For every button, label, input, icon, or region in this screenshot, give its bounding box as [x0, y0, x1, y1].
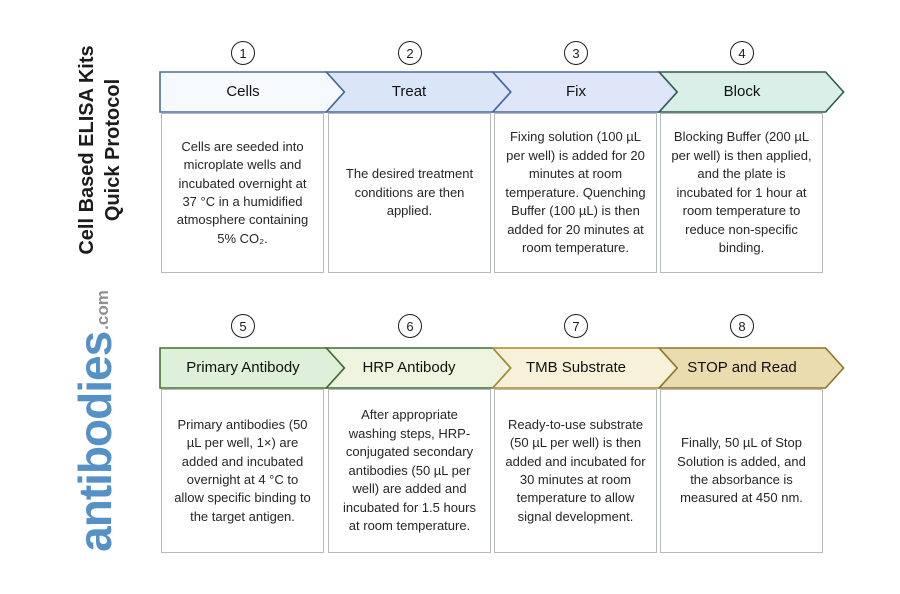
step-arrow-label: HRP Antibody: [362, 359, 456, 376]
step-description: Primary antibodies (50 µL per well, 1×) …: [174, 416, 311, 524]
step-description: Blocking Buffer (200 µL per well) is the…: [671, 129, 812, 256]
step-description-box: The desired treatment conditions are the…: [328, 113, 491, 273]
step-description-box: Cells are seeded into microplate wells a…: [161, 113, 324, 273]
step-arrow-label: Cells: [226, 83, 260, 100]
step-arrow-label: Block: [723, 83, 761, 100]
step-arrow-label: Primary Antibody: [186, 359, 300, 376]
step-number: 5: [239, 318, 247, 334]
step-description: After appropriate washing steps, HRP-con…: [343, 407, 476, 534]
step-description-box: Fixing solution (100 µL per well) is add…: [494, 113, 657, 273]
step-number: 7: [572, 318, 580, 334]
step-number-badge: 5: [231, 314, 255, 338]
step-number-badge: 6: [398, 314, 422, 338]
step-number-badge: 7: [564, 314, 588, 338]
step-description: The desired treatment conditions are the…: [345, 166, 474, 219]
step-description-box: Primary antibodies (50 µL per well, 1×) …: [161, 389, 324, 553]
step-number-badge: 3: [564, 41, 588, 65]
step-number: 8: [738, 318, 746, 334]
step-number: 3: [572, 45, 580, 61]
step-description-box: Blocking Buffer (200 µL per well) is the…: [660, 113, 823, 273]
step-number: 2: [406, 45, 414, 61]
process-arrow-step-4: [657, 71, 845, 113]
step-arrow-label: STOP and Read: [687, 359, 797, 376]
step-number-badge: 2: [398, 41, 422, 65]
step-arrow-label: Treat: [391, 83, 427, 100]
step-arrow-label: TMB Substrate: [525, 359, 627, 376]
step-description-box: Ready-to-use substrate (50 µL per well) …: [494, 389, 657, 553]
process-arrow-step-8: [657, 347, 845, 389]
step-description: Cells are seeded into microplate wells a…: [176, 138, 309, 246]
step-description: Ready-to-use substrate (50 µL per well) …: [505, 416, 646, 524]
step-number: 6: [406, 318, 414, 334]
step-number: 4: [738, 45, 746, 61]
step-description-box: Finally, 50 µL of Stop Solution is added…: [660, 389, 823, 553]
step-description: Fixing solution (100 µL per well) is add…: [505, 129, 646, 256]
step-number-badge: 4: [730, 41, 754, 65]
step-number: 1: [239, 45, 247, 61]
step-description: Finally, 50 µL of Stop Solution is added…: [677, 435, 806, 506]
step-number-badge: 1: [231, 41, 255, 65]
step-description-box: After appropriate washing steps, HRP-con…: [328, 389, 491, 553]
step-arrow-label: Fix: [566, 83, 586, 100]
step-number-badge: 8: [730, 314, 754, 338]
